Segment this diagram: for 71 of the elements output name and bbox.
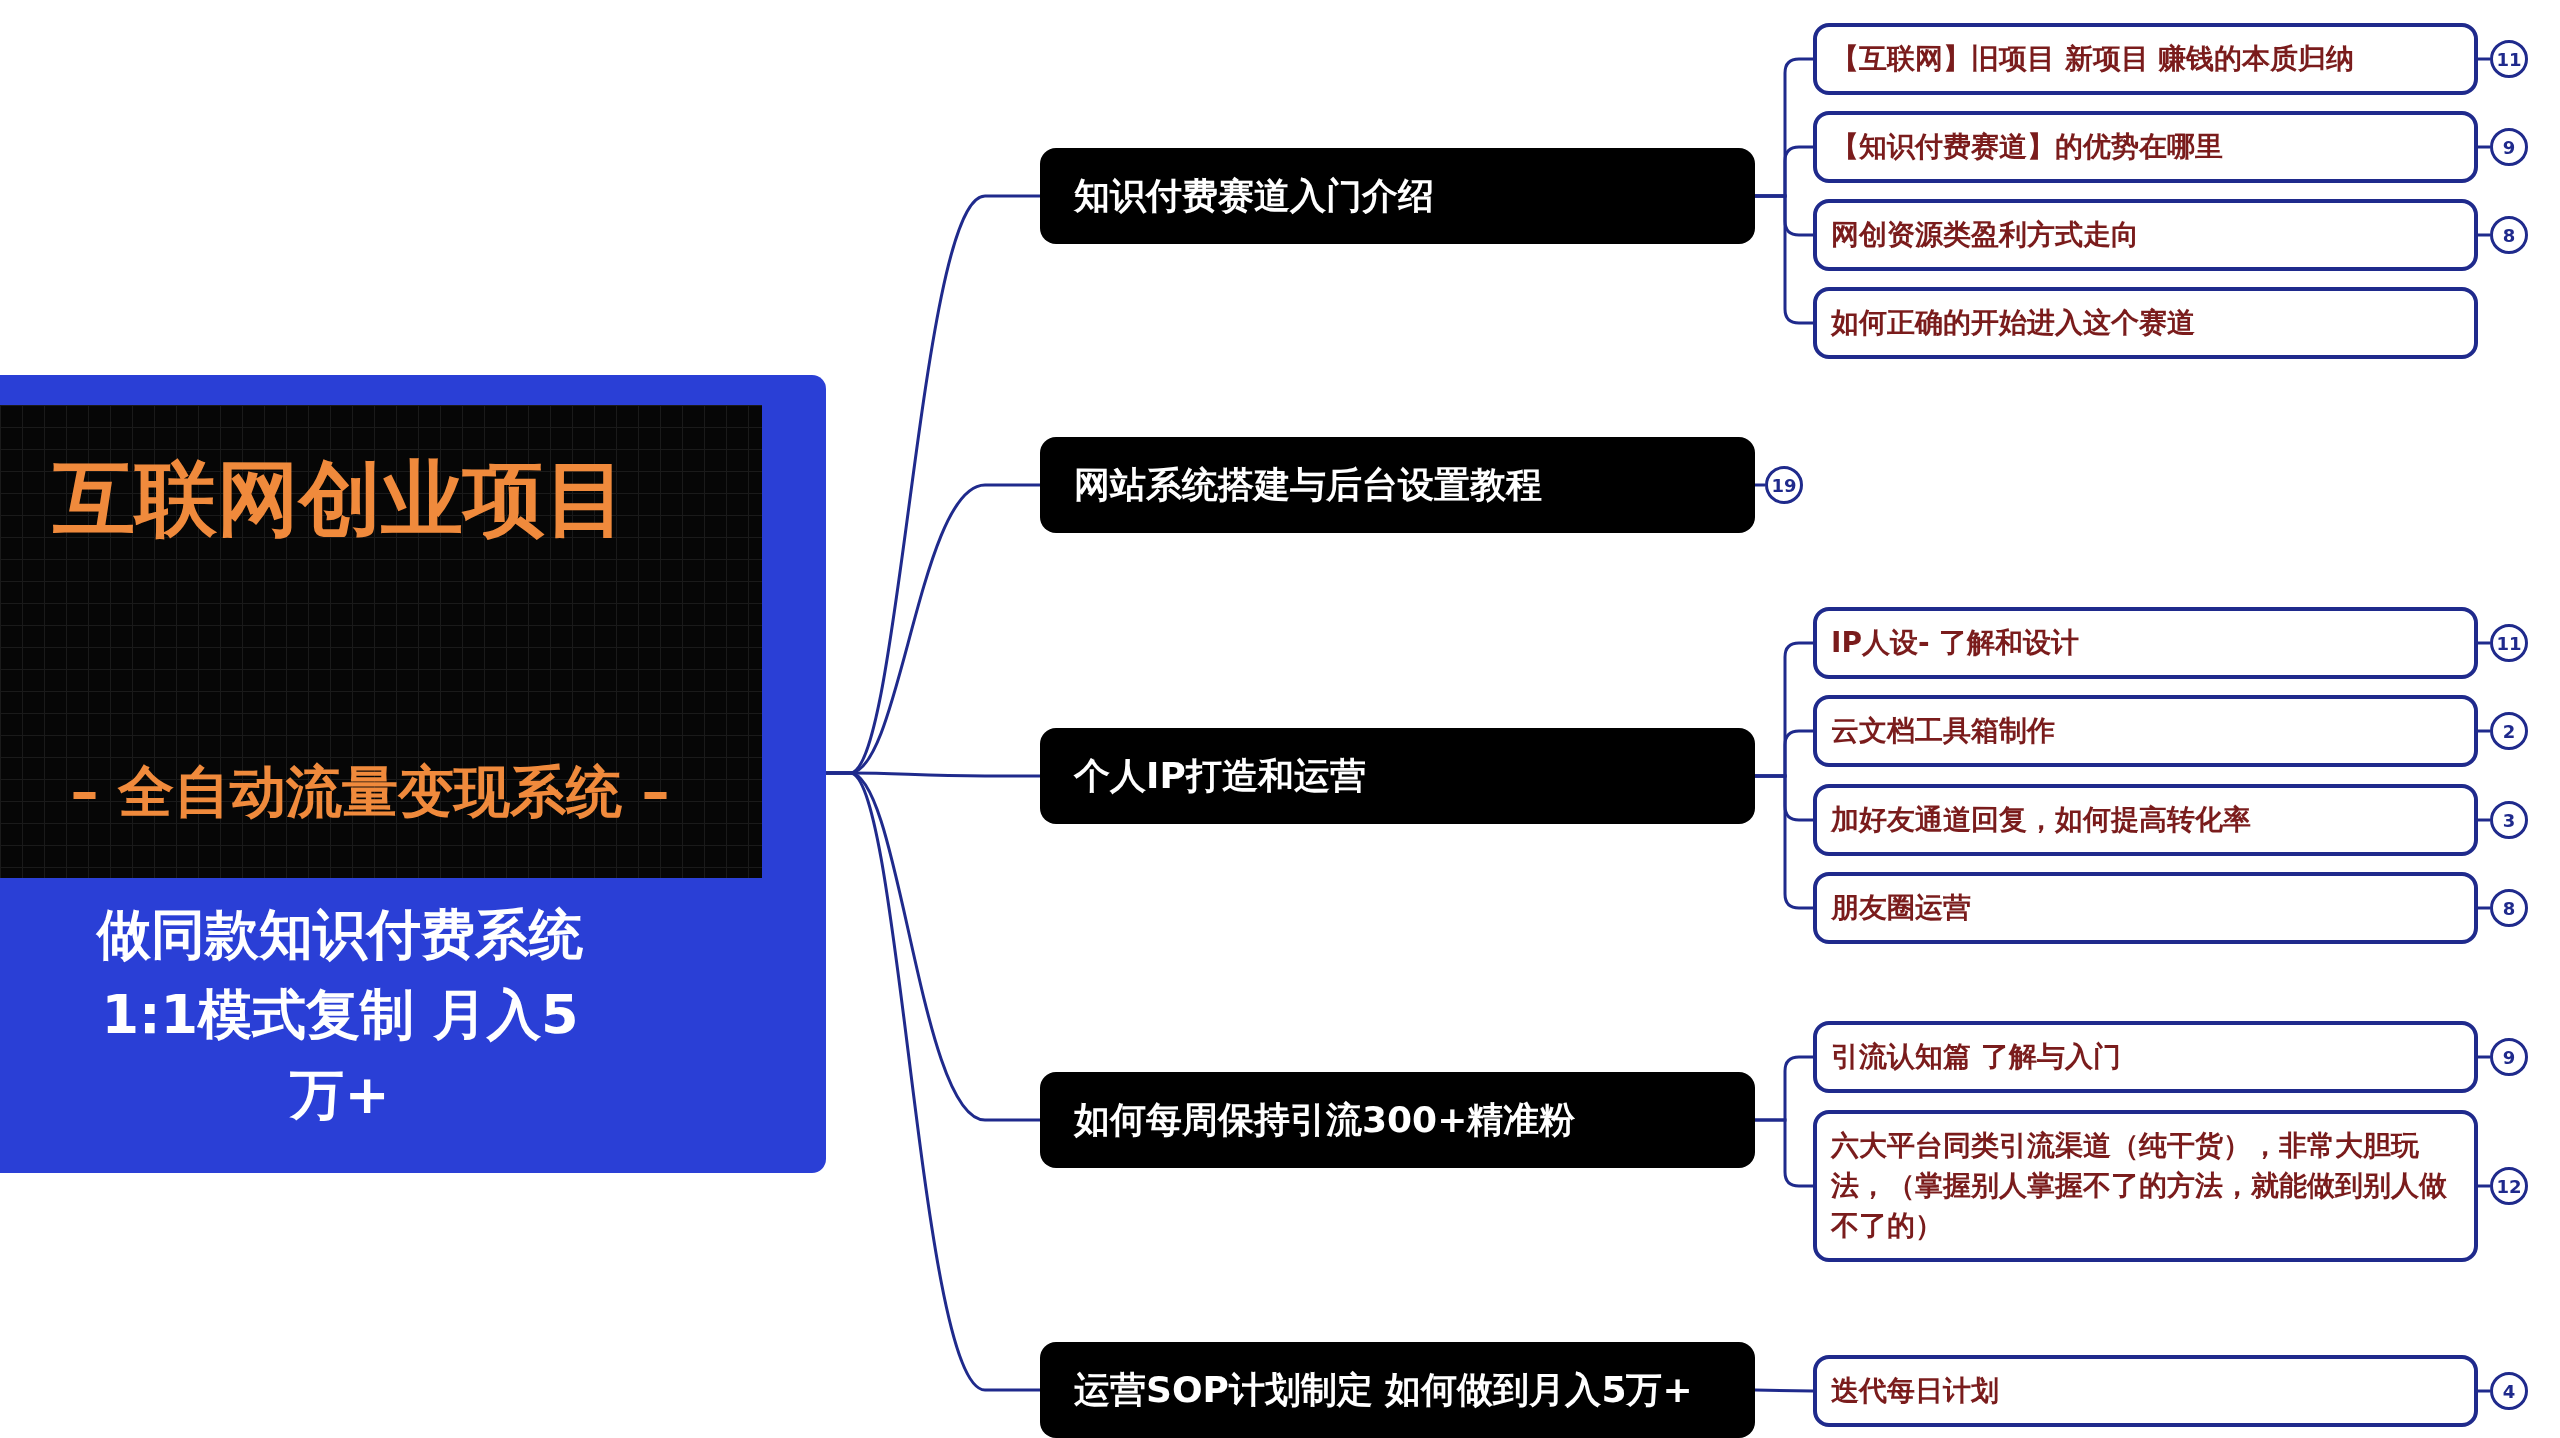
topic-box <box>1040 728 1755 824</box>
topic-label: 网创资源类盈利方式走向 <box>1831 217 2139 253</box>
badge-number: 9 <box>2502 136 2516 158</box>
subtopic-box <box>1813 111 2478 183</box>
subtopic-box <box>1813 23 2478 95</box>
count-badge <box>2490 889 2528 927</box>
count-badge <box>2490 128 2528 166</box>
count-badge <box>2490 1038 2528 1076</box>
topic-label: 如何正确的开始进入这个赛道 <box>1831 305 2195 341</box>
topic-label: 迭代每日计划 <box>1831 1373 1999 1409</box>
subtopic-box <box>1813 1110 2478 1262</box>
subtopic-box <box>1813 784 2478 856</box>
badge-number: 8 <box>2502 224 2516 246</box>
subtopic-box <box>1813 872 2478 944</box>
connector-line <box>2478 233 2490 237</box>
count-badge <box>1765 466 1803 504</box>
title-panel <box>0 375 826 1173</box>
connector-line <box>2478 1389 2490 1393</box>
topic-box <box>1040 1072 1755 1168</box>
topic-label: 六大平台同类引流渠道（纯干货），非常大胆玩法，（掌握别人掌握不了的方法，就能做到别人做不了的） <box>1831 1128 2448 1244</box>
topic-label: 云文档工具箱制作 <box>1831 713 2055 749</box>
connector-line <box>826 771 1040 1392</box>
connector-line <box>2478 57 2490 61</box>
connector-line <box>1755 483 1765 487</box>
topic-label: 网站系统搭建与后台设置教程 <box>1074 462 1542 507</box>
count-badge <box>2490 216 2528 254</box>
badge-number: 12 <box>2496 1175 2522 1197</box>
tagline: – 全自动流量变现系统 – <box>69 758 671 826</box>
count-badge <box>2490 712 2528 750</box>
subtopic-box <box>1813 199 2478 271</box>
badge-number: 2 <box>2502 720 2516 742</box>
subtopic-box <box>1813 1021 2478 1093</box>
count-badge <box>2490 1167 2528 1205</box>
topic-label: 加好友通道回复，如何提高转化率 <box>1831 802 2251 838</box>
connector-line <box>2478 1184 2490 1188</box>
headline: 互联网创业项目 <box>52 450 628 548</box>
subheadline: 做同款知识付费系统 1:1模式复制 月入5万+ <box>95 902 584 1128</box>
connector-line <box>2478 1055 2490 1059</box>
topic-label: 引流认知篇 了解与入门 <box>1831 1039 2121 1075</box>
connector-line <box>2478 729 2490 733</box>
count-badge <box>2490 624 2528 662</box>
badge-number: 3 <box>2502 809 2516 831</box>
topic-label: 如何每周保持引流300+精准粉 <box>1074 1097 1576 1142</box>
subtopic-box <box>1813 287 2478 359</box>
badge-number: 19 <box>1771 474 1797 496</box>
connector-line <box>2478 145 2490 149</box>
subtopic-box <box>1813 607 2478 679</box>
count-badge <box>2490 801 2528 839</box>
connector-line <box>2478 906 2490 910</box>
subtopic-box <box>1813 695 2478 767</box>
topic-label: 【互联网】旧项目 新项目 赚钱的本质归纳 <box>1831 41 2355 77</box>
connector-line <box>2478 818 2490 822</box>
topic-label: 【知识付费赛道】的优势在哪里 <box>1831 129 2223 165</box>
topic-label: IP人设- 了解和设计 <box>1831 625 2080 661</box>
topic-box <box>1040 1342 1755 1438</box>
topic-label: 运营SOP计划制定 如何做到月入5万+ <box>1074 1367 1693 1412</box>
subtopic-box <box>1813 1355 2478 1427</box>
badge-number: 9 <box>2502 1046 2516 1068</box>
topic-label: 知识付费赛道入门介绍 <box>1074 173 1434 218</box>
topic-box <box>1040 437 1755 533</box>
badge-number: 11 <box>2496 632 2522 654</box>
topic-label: 朋友圈运营 <box>1831 890 1971 926</box>
badge-number: 11 <box>2496 48 2522 70</box>
connector-line <box>2478 641 2490 645</box>
topic-box <box>1040 148 1755 244</box>
count-badge <box>2490 1372 2528 1410</box>
badge-number: 4 <box>2502 1380 2516 1402</box>
connector-line <box>1754 1388 1814 1393</box>
topic-label: 个人IP打造和运营 <box>1074 753 1366 798</box>
badge-number: 8 <box>2502 897 2516 919</box>
count-badge <box>2490 40 2528 78</box>
